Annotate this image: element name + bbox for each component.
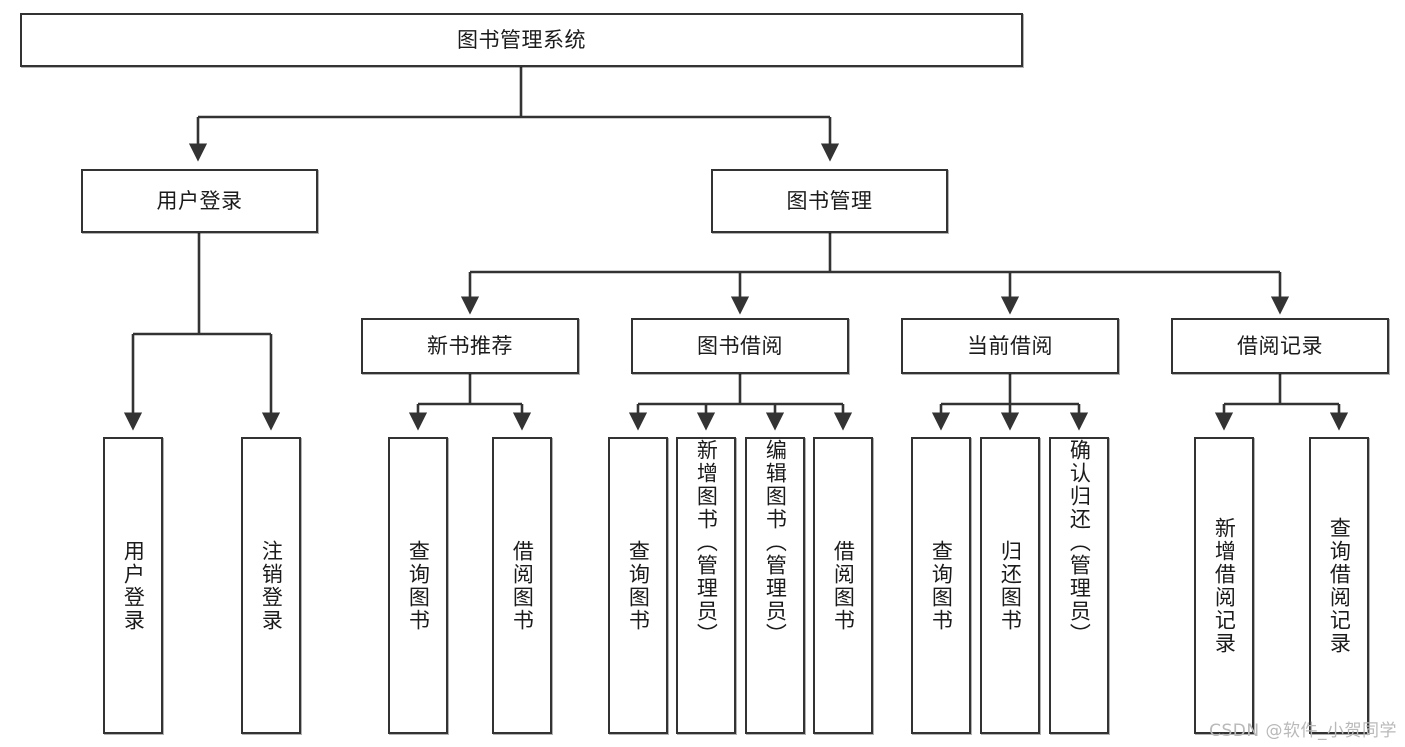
node-leaf-query-book-3[interactable]: 查询图书 <box>911 437 971 734</box>
node-book-borrow[interactable]: 图书借阅 <box>631 318 849 374</box>
node-leaf-borrow-book-1[interactable]: 借阅图书 <box>492 437 552 734</box>
node-borrow-record-label: 借阅记录 <box>1237 333 1323 358</box>
node-leaf-query-record[interactable]: 查询借阅记录 <box>1309 437 1369 734</box>
node-leaf-query-book-1[interactable]: 查询图书 <box>388 437 448 734</box>
node-book-borrow-label: 图书借阅 <box>697 333 783 358</box>
node-leaf-add-record-label: 新增借阅记录 <box>1212 516 1237 655</box>
node-leaf-confirm-return-label: 确认归还（管理员） <box>1067 439 1092 646</box>
node-root-system[interactable]: 图书管理系统 <box>20 13 1023 67</box>
node-current-borrow[interactable]: 当前借阅 <box>901 318 1119 374</box>
node-leaf-add-book-label: 新增图书（管理员） <box>694 439 719 646</box>
node-book-manage[interactable]: 图书管理 <box>711 169 948 233</box>
node-leaf-query-book-1-label: 查询图书 <box>406 539 431 632</box>
csdn-watermark: CSDN @软件_小贺同学 <box>1209 721 1397 741</box>
node-leaf-add-record[interactable]: 新增借阅记录 <box>1194 437 1254 734</box>
node-leaf-user-login-label: 用户登录 <box>121 539 146 632</box>
node-leaf-edit-book[interactable]: 编辑图书（管理员） <box>745 437 805 734</box>
node-new-book-rec[interactable]: 新书推荐 <box>361 318 579 374</box>
node-leaf-query-record-label: 查询借阅记录 <box>1327 516 1352 655</box>
node-leaf-logout-login-label: 注销登录 <box>259 539 284 632</box>
node-leaf-edit-book-label: 编辑图书（管理员） <box>763 439 788 646</box>
node-leaf-logout-login[interactable]: 注销登录 <box>241 437 301 734</box>
node-leaf-query-book-3-label: 查询图书 <box>929 539 954 632</box>
node-leaf-return-book-label: 归还图书 <box>998 539 1023 632</box>
node-leaf-confirm-return[interactable]: 确认归还（管理员） <box>1049 437 1109 734</box>
node-root-system-label: 图书管理系统 <box>457 27 586 52</box>
node-leaf-return-book[interactable]: 归还图书 <box>980 437 1040 734</box>
node-leaf-query-book-2-label: 查询图书 <box>626 539 651 632</box>
node-leaf-borrow-book-2[interactable]: 借阅图书 <box>813 437 873 734</box>
node-borrow-record[interactable]: 借阅记录 <box>1171 318 1389 374</box>
node-user-login-label: 用户登录 <box>156 188 243 213</box>
node-current-borrow-label: 当前借阅 <box>967 333 1053 358</box>
node-leaf-borrow-book-2-label: 借阅图书 <box>831 539 856 632</box>
node-leaf-query-book-2[interactable]: 查询图书 <box>608 437 668 734</box>
node-leaf-add-book[interactable]: 新增图书（管理员） <box>676 437 736 734</box>
node-book-manage-label: 图书管理 <box>786 188 873 213</box>
node-user-login[interactable]: 用户登录 <box>81 169 318 233</box>
node-leaf-user-login[interactable]: 用户登录 <box>103 437 163 734</box>
node-leaf-borrow-book-1-label: 借阅图书 <box>510 539 535 632</box>
node-new-book-rec-label: 新书推荐 <box>427 333 513 358</box>
